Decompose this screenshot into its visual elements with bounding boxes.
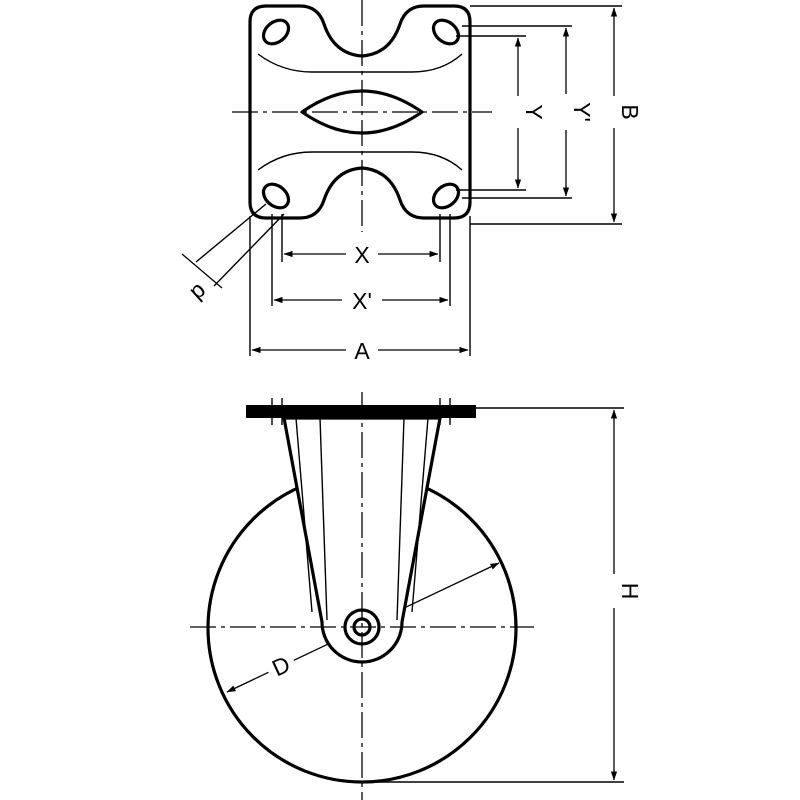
label-a: A — [354, 338, 370, 364]
fork-inner-left — [319, 417, 328, 621]
dim-line-d — [181, 253, 223, 289]
fork-edge-left — [295, 417, 313, 613]
label-y: Y — [521, 104, 547, 119]
label-h: H — [617, 583, 643, 600]
bolt-hole-bottom-left — [261, 182, 291, 210]
top-plate-side — [246, 405, 476, 418]
label-x: X — [354, 242, 369, 268]
ext-line-d-lower — [213, 213, 285, 287]
fork-inner-right — [396, 417, 405, 621]
bolt-hole-top-right — [431, 18, 461, 46]
ext-line-d-upper — [195, 203, 267, 263]
fork-bracket — [282, 416, 442, 664]
bolt-hole-top-left — [261, 18, 291, 46]
bolt-hole-bottom-right — [431, 182, 461, 210]
label-x-prime: X' — [352, 288, 372, 314]
side-view: H D — [190, 392, 643, 800]
label-d-small: d — [186, 279, 213, 307]
label-b: B — [617, 104, 643, 119]
label-y-prime: Y' — [569, 102, 595, 122]
top-view: X X' A Y Y' B d — [181, 0, 643, 364]
fork-edge-right — [411, 417, 429, 613]
